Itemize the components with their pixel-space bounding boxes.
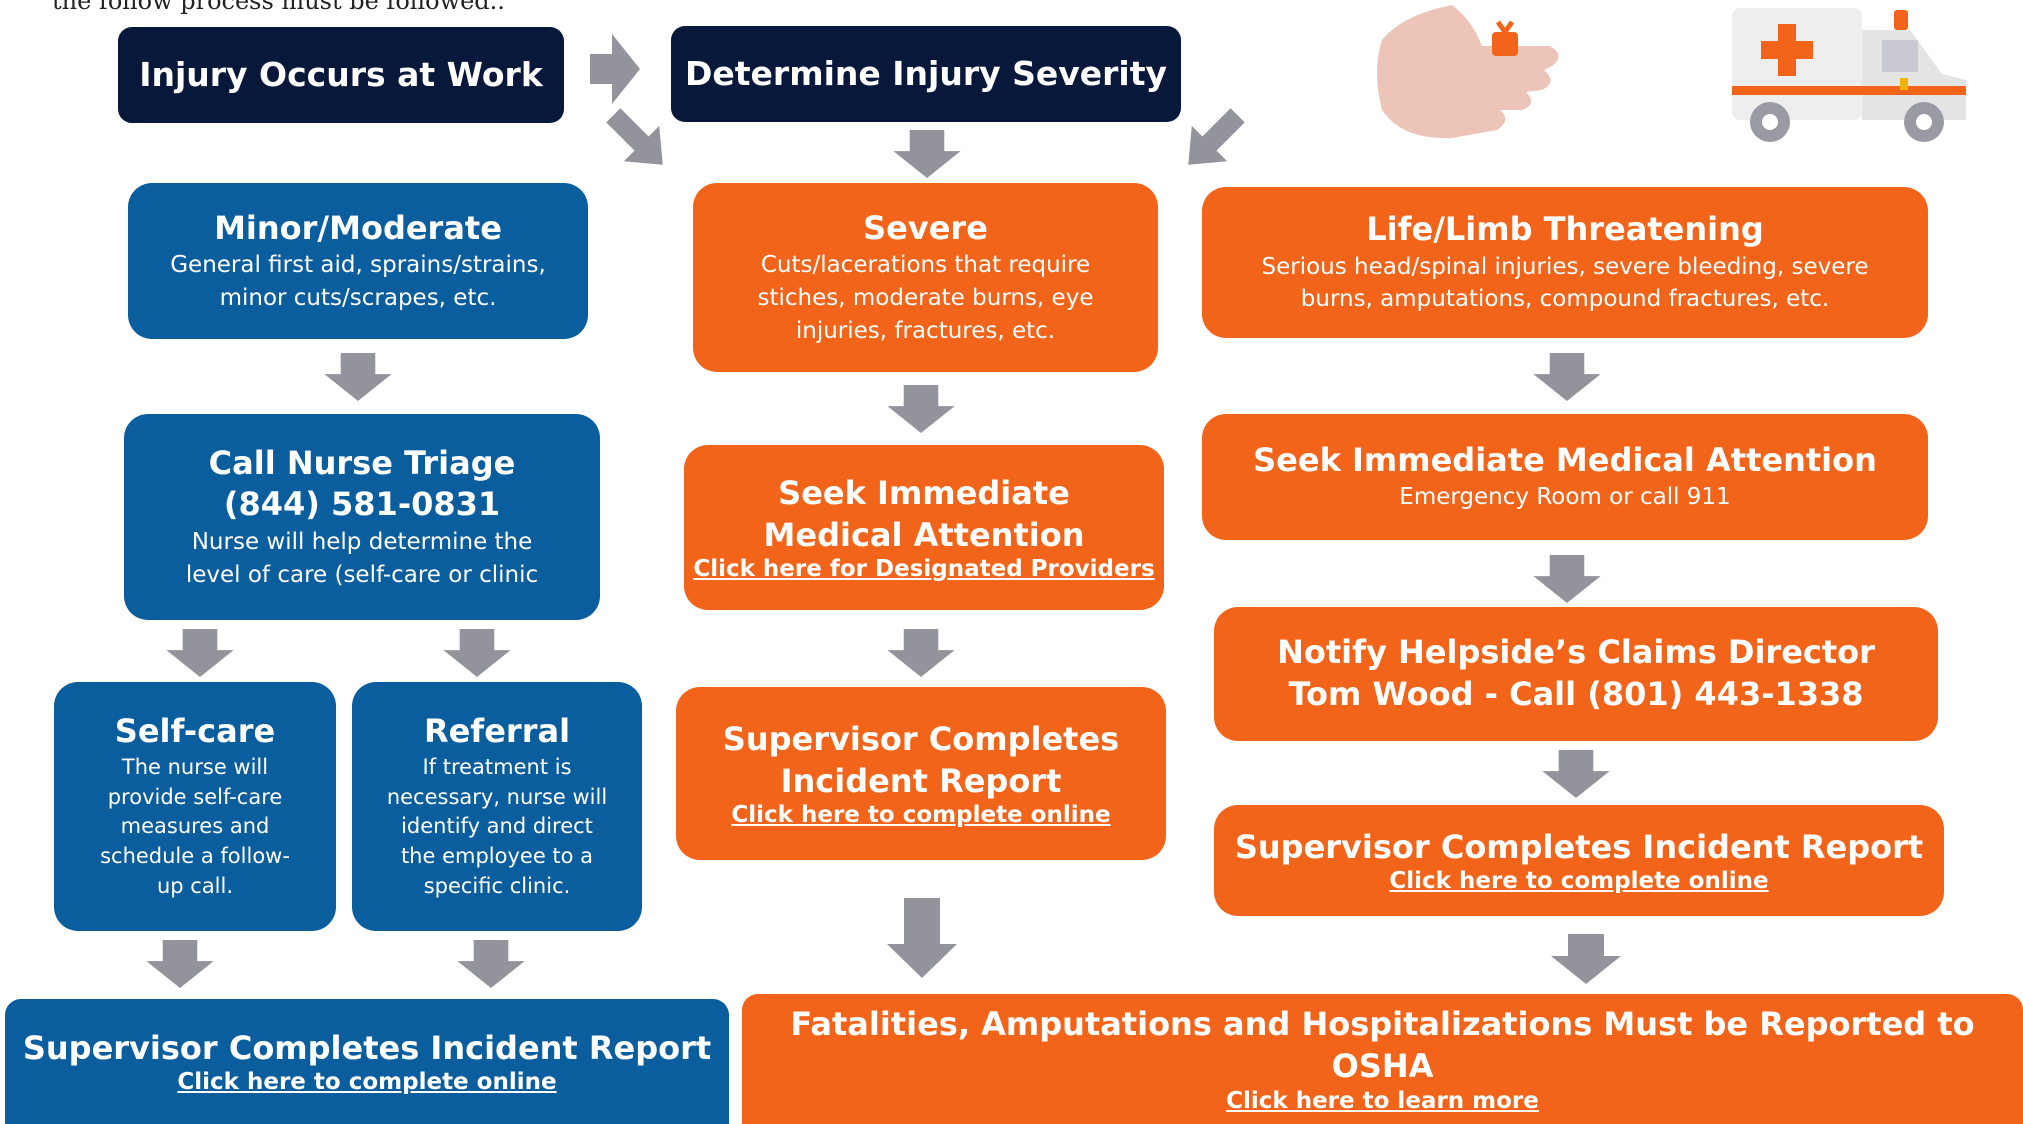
call-nurse-triage-title: Call Nurse Triage bbox=[208, 443, 516, 482]
arrow-icon bbox=[887, 898, 957, 978]
life-seek-desc: Emergency Room or call 911 bbox=[1399, 484, 1731, 511]
osha-report-box: Fatalities, Amputations and Hospitalizat… bbox=[742, 994, 2023, 1124]
severe-report-line2: Incident Report bbox=[780, 761, 1062, 800]
severe-incident-report-box: Supervisor Completes Incident Report Cli… bbox=[676, 687, 1166, 860]
minor-moderate-title: Minor/Moderate bbox=[214, 208, 502, 247]
notify-claims-director-box: Notify Helpside’s Claims Director Tom Wo… bbox=[1214, 607, 1938, 741]
referral-title: Referral bbox=[423, 712, 571, 751]
step-injury-occurs-title: Injury Occurs at Work bbox=[139, 54, 543, 94]
self-care-title: Self-care bbox=[114, 712, 276, 751]
step-determine-severity-title: Determine Injury Severity bbox=[684, 53, 1168, 93]
minor-moderate-desc: General first aid, sprains/strains, mino… bbox=[170, 252, 546, 311]
minor-incident-report-title: Supervisor Completes Incident Report bbox=[22, 1028, 712, 1067]
minor-incident-report-box: Supervisor Completes Incident Report Cli… bbox=[5, 999, 729, 1124]
call-nurse-triage-box: Call Nurse Triage (844) 581-0831 Nurse w… bbox=[124, 414, 600, 620]
nurse-phone-number: (844) 581-0831 bbox=[223, 485, 501, 524]
referral-desc: If treatment is necessary, nurse will id… bbox=[386, 754, 608, 899]
severe-incident-report-link[interactable]: Click here to complete online bbox=[731, 802, 1111, 829]
life-incident-report-link[interactable]: Click here to complete online bbox=[1389, 868, 1769, 895]
life-limb-box: Life/Limb Threatening Serious head/spina… bbox=[1202, 187, 1928, 338]
arrow-icon bbox=[606, 108, 663, 165]
arrow-icon bbox=[1551, 934, 1621, 984]
self-care-desc: The nurse will provide self-care measure… bbox=[100, 754, 290, 899]
ambulance-icon bbox=[1732, 8, 1966, 142]
severe-report-line1: Supervisor Completes bbox=[722, 719, 1120, 758]
referral-box: Referral If treatment is necessary, nurs… bbox=[352, 682, 642, 931]
minor-incident-report-link[interactable]: Click here to complete online bbox=[177, 1069, 557, 1096]
self-care-box: Self-care The nurse will provide self-ca… bbox=[54, 682, 336, 931]
severe-seek-line1: Seek Immediate bbox=[778, 473, 1070, 512]
intro-text: the follow process must be followed.. bbox=[52, 0, 505, 15]
osha-report-title: Fatalities, Amputations and Hospitalizat… bbox=[790, 1005, 1975, 1085]
arrow-icon bbox=[146, 940, 214, 988]
life-limb-title: Life/Limb Threatening bbox=[1366, 210, 1764, 249]
life-seek-title: Seek Immediate Medical Attention bbox=[1253, 440, 1877, 479]
life-seek-attention-box: Seek Immediate Medical Attention Emergen… bbox=[1202, 414, 1928, 540]
minor-moderate-box: Minor/Moderate General first aid, sprain… bbox=[128, 183, 588, 339]
severe-desc: Cuts/lacerations that require stiches, m… bbox=[757, 252, 1094, 344]
bandaged-hand-icon bbox=[1377, 5, 1559, 139]
arrow-icon bbox=[457, 940, 525, 988]
arrow-icon bbox=[893, 130, 961, 178]
severe-title: Severe bbox=[863, 208, 988, 247]
step-determine-severity: Determine Injury Severity bbox=[671, 26, 1181, 122]
arrow-icon bbox=[443, 629, 511, 677]
severe-box: Severe Cuts/lacerations that require sti… bbox=[693, 183, 1158, 372]
severe-seek-line2: Medical Attention bbox=[763, 515, 1085, 554]
arrow-icon bbox=[1533, 555, 1601, 603]
arrow-icon bbox=[1188, 108, 1245, 165]
designated-providers-link[interactable]: Click here for Designated Providers bbox=[693, 556, 1155, 583]
call-nurse-triage-desc: Nurse will help determine the level of c… bbox=[185, 528, 539, 588]
severe-seek-attention-box: Seek Immediate Medical Attention Click h… bbox=[684, 445, 1164, 610]
arrow-icon bbox=[324, 353, 392, 401]
arrow-icon bbox=[590, 34, 640, 104]
notify-line2: Tom Wood - Call (801) 443-1338 bbox=[1288, 675, 1864, 713]
life-limb-desc: Serious head/spinal injuries, severe ble… bbox=[1261, 253, 1869, 313]
life-incident-report-box: Supervisor Completes Incident Report Cli… bbox=[1214, 805, 1944, 916]
arrow-icon bbox=[887, 629, 955, 677]
arrow-icon bbox=[1542, 750, 1610, 798]
notify-line1: Notify Helpside’s Claims Director bbox=[1277, 633, 1875, 672]
arrow-icon bbox=[166, 629, 234, 677]
arrow-icon bbox=[1533, 353, 1601, 401]
life-incident-report-title: Supervisor Completes Incident Report bbox=[1234, 827, 1924, 866]
osha-learn-more-link[interactable]: Click here to learn more bbox=[1226, 1087, 1539, 1114]
arrow-icon bbox=[887, 385, 955, 433]
step-injury-occurs: Injury Occurs at Work bbox=[118, 27, 564, 123]
